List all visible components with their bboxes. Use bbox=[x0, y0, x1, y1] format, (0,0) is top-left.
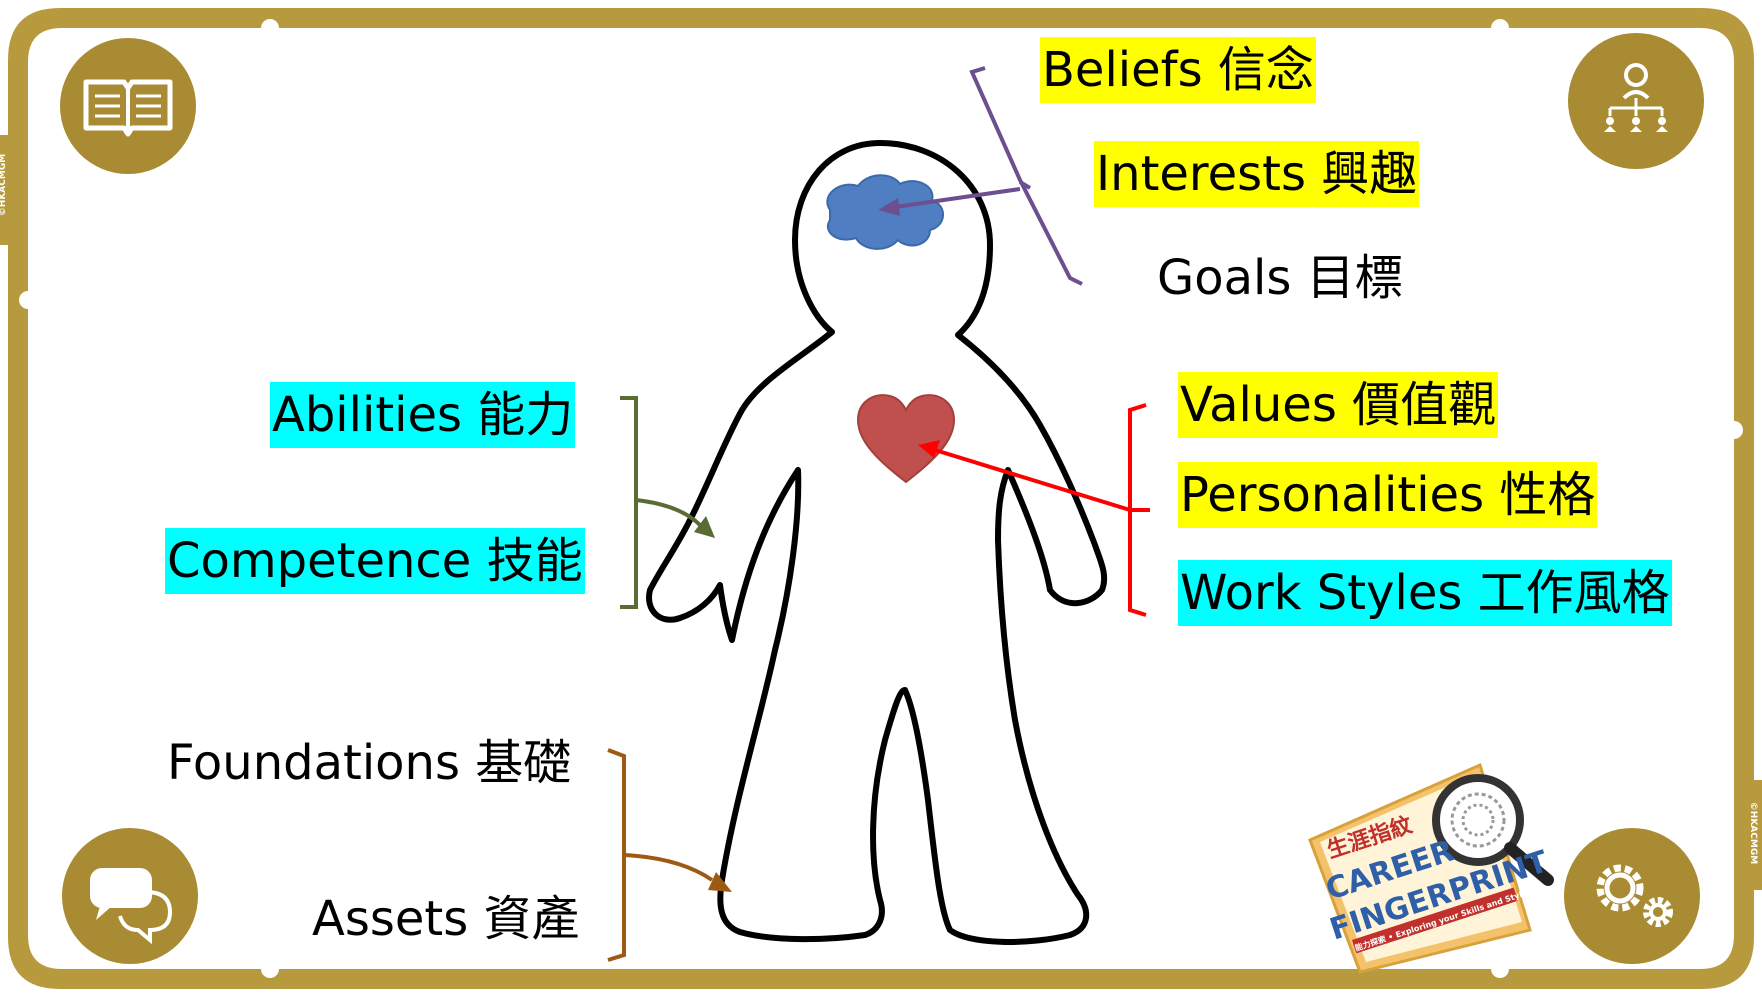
hierarchy-icon bbox=[1568, 33, 1704, 169]
head-bracket bbox=[969, 66, 1083, 286]
gears-icon bbox=[1564, 828, 1700, 964]
chat-bubbles-icon bbox=[62, 828, 198, 964]
label-assets: Assets 資產 bbox=[312, 891, 580, 947]
watermark-left: ©HKACMGM bbox=[0, 153, 9, 217]
label-goals: Goals 目標 bbox=[1157, 250, 1403, 306]
label-abilities: Abilities 能力 bbox=[270, 382, 576, 448]
heart-shape bbox=[856, 394, 956, 484]
label-values: Values 價值觀 bbox=[1178, 372, 1499, 438]
career-fingerprint-logo: 生涯指紋 CAREER FINGERPRINT 能力探索 • Exploring… bbox=[1308, 762, 1554, 974]
magnifier-lens bbox=[1432, 774, 1524, 866]
feet-bracket bbox=[607, 748, 714, 962]
label-competence: Competence 技能 bbox=[165, 528, 585, 594]
heart-arrow bbox=[918, 440, 1131, 512]
heart-bracket bbox=[1128, 403, 1150, 617]
human-figure-outline bbox=[646, 140, 1108, 945]
feet-arrowhead bbox=[708, 872, 732, 892]
gold-frame bbox=[0, 8, 1762, 989]
watermark-right: ©HKACMGM bbox=[1748, 801, 1759, 865]
label-foundations: Foundations 基礎 bbox=[167, 735, 572, 791]
brain-shape bbox=[826, 174, 944, 250]
book-icon bbox=[60, 38, 196, 174]
head-arrow bbox=[878, 187, 1021, 216]
label-beliefs: Beliefs 信念 bbox=[1040, 37, 1316, 103]
label-interests: Interests 興趣 bbox=[1094, 141, 1420, 207]
skills-bracket bbox=[620, 396, 702, 609]
label-personalities: Personalities 性格 bbox=[1178, 462, 1598, 528]
label-work-styles: Work Styles 工作風格 bbox=[1178, 560, 1672, 626]
skills-arrowhead bbox=[694, 516, 715, 538]
